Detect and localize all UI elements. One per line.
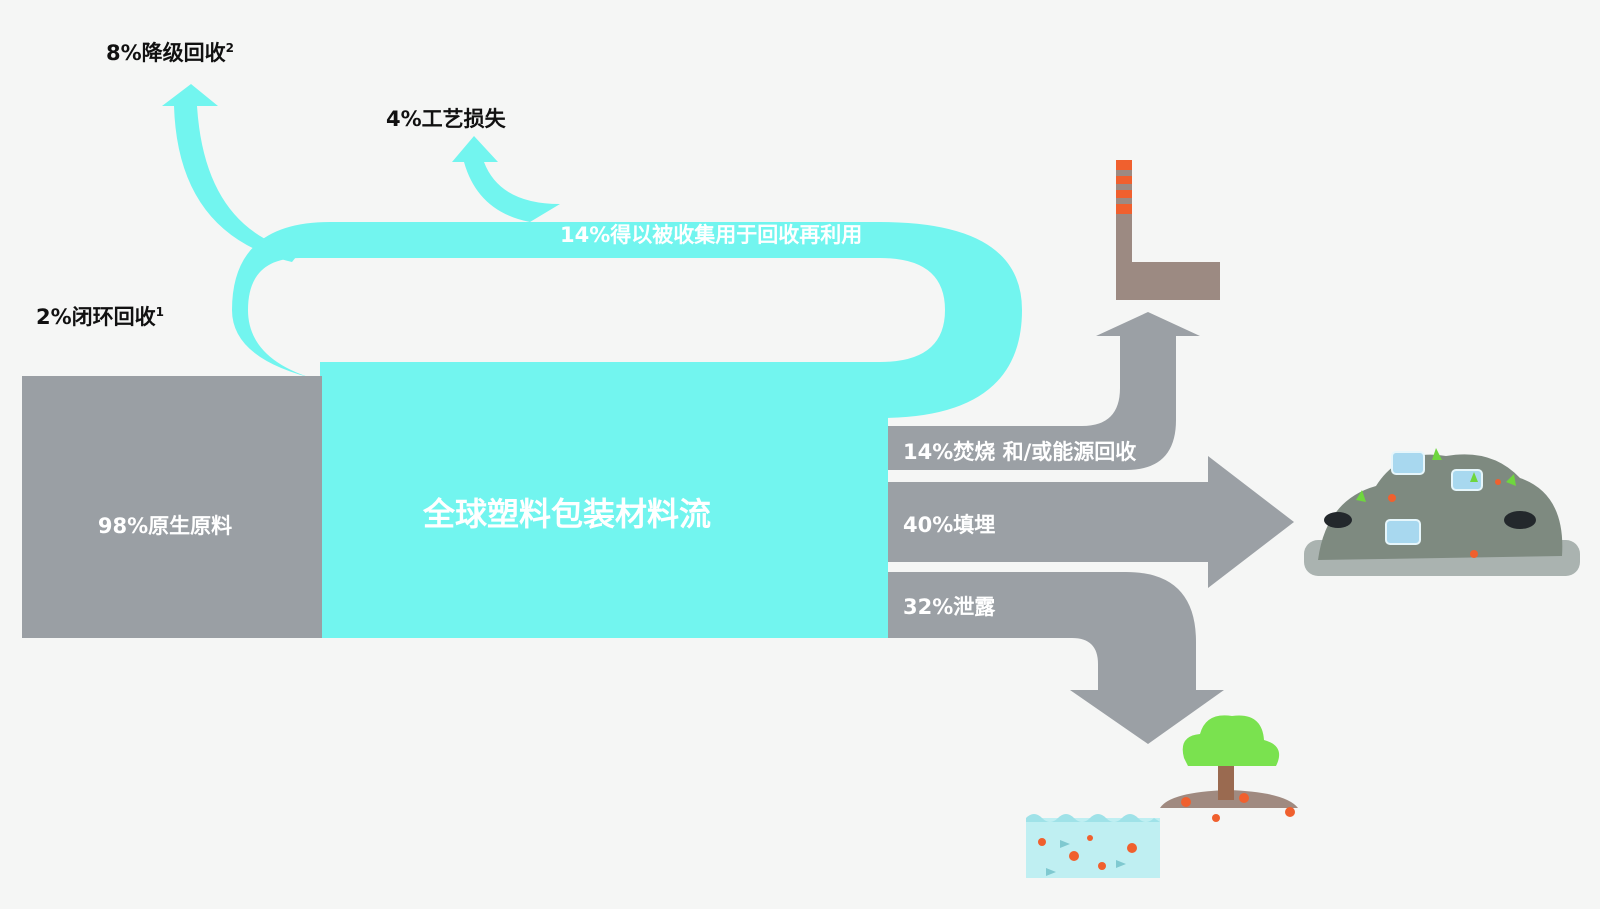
main-flow-title: 全球塑料包装材料流 (422, 495, 711, 533)
cascade-label: 8%降级回收 (106, 41, 226, 65)
closed-loop-label: 2%闭环回收 (36, 305, 156, 329)
cascade-label-group: 8%降级回收2 (106, 41, 234, 65)
landfill-arrow (888, 456, 1294, 588)
virgin-label: 98%原生原料 (98, 514, 232, 538)
main-flow-block (322, 364, 888, 638)
leakage-arrow (888, 572, 1224, 744)
collected-label: 14%得以被收集用于回收再利用 (560, 223, 862, 247)
factory-chimney-icon (1116, 160, 1220, 300)
incineration-label: 14%焚烧 和/或能源回收 (903, 440, 1136, 464)
leakage-label: 32%泄露 (903, 595, 996, 619)
virgin-feedstock-block (22, 376, 322, 638)
cascade-superscript: 2 (226, 41, 234, 55)
landfill-pile-icon (1304, 448, 1580, 576)
closed-loop-superscript: 1 (156, 305, 164, 319)
cascade-recycling-arrow (162, 84, 300, 262)
process-loss-label: 4%工艺损失 (386, 107, 507, 131)
ocean-debris-icon (1026, 814, 1160, 878)
closed-loop-label-group: 2%闭环回收1 (36, 305, 164, 329)
landfill-label: 40%填埋 (903, 513, 995, 537)
process-loss-arrow (452, 136, 560, 222)
tree-island-icon (1160, 715, 1298, 822)
incineration-arrow (888, 312, 1200, 470)
